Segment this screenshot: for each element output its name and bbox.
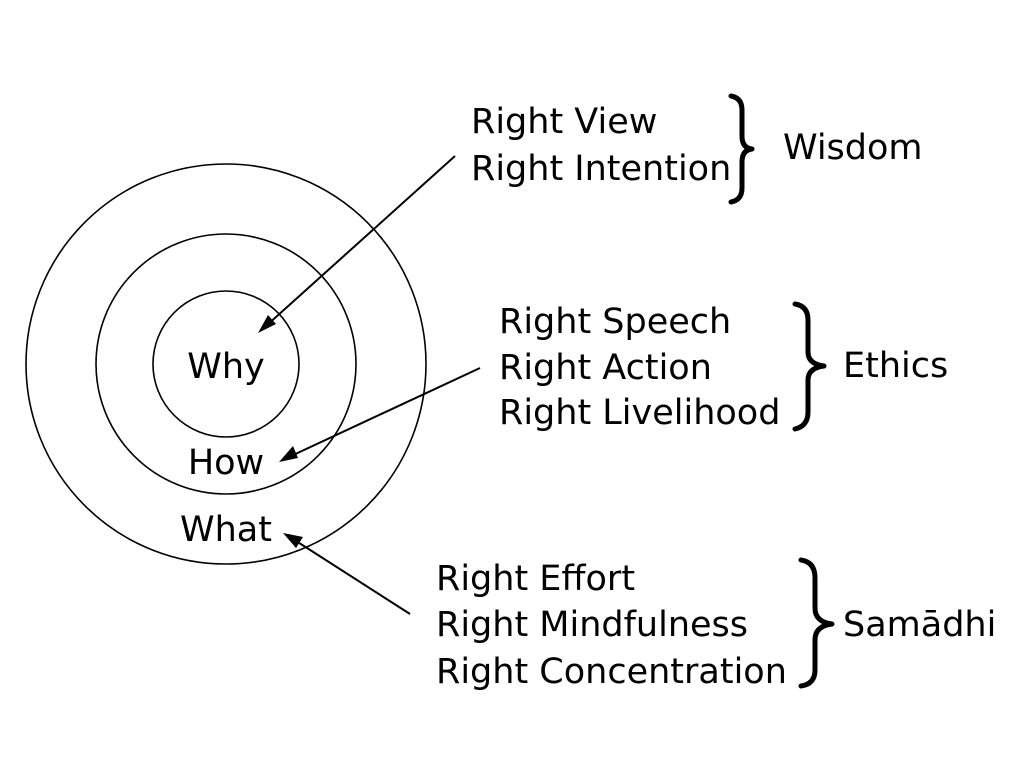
samadhi-item: Right Mindfulness — [436, 605, 748, 645]
ethics-category: Ethics — [843, 346, 948, 386]
arrow-samadhi-head — [283, 533, 303, 548]
arrow-ethics-to-how — [279, 367, 481, 462]
arrow-ethics-line — [288, 367, 481, 458]
inner-circle — [152, 290, 300, 438]
ethics-item: Right Speech — [499, 302, 731, 342]
wisdom-item: Right Intention — [471, 149, 731, 189]
ethics-item: Right Livelihood — [499, 393, 780, 433]
how-label: How — [188, 443, 264, 483]
arrow-samadhi-to-what — [283, 533, 411, 615]
arrow-wisdom-head — [258, 315, 276, 333]
wisdom-group: Right View Right Intention Wisdom — [471, 93, 923, 205]
ethics-item: Right Action — [499, 348, 712, 388]
middle-circle — [95, 233, 357, 495]
outer-circle — [25, 163, 427, 565]
samadhi-category: Samādhi — [843, 605, 996, 645]
wisdom-category: Wisdom — [783, 128, 923, 168]
ethics-brace — [792, 301, 827, 432]
wisdom-item: Right View — [471, 102, 657, 142]
ethics-group: Right Speech Right Action Right Liveliho… — [499, 301, 948, 433]
samadhi-group: Right Effort Right Mindfulness Right Con… — [436, 557, 996, 692]
samadhi-item: Right Effort — [436, 559, 635, 599]
arrow-ethics-head — [279, 446, 298, 462]
arrow-samadhi-line — [292, 538, 411, 615]
what-label: What — [180, 510, 272, 550]
wisdom-brace — [728, 93, 755, 205]
arrow-wisdom-line — [265, 155, 456, 327]
arrow-wisdom-to-why — [258, 155, 456, 333]
samadhi-brace — [798, 557, 835, 689]
why-label: Why — [187, 347, 265, 387]
samadhi-item: Right Concentration — [436, 652, 787, 692]
